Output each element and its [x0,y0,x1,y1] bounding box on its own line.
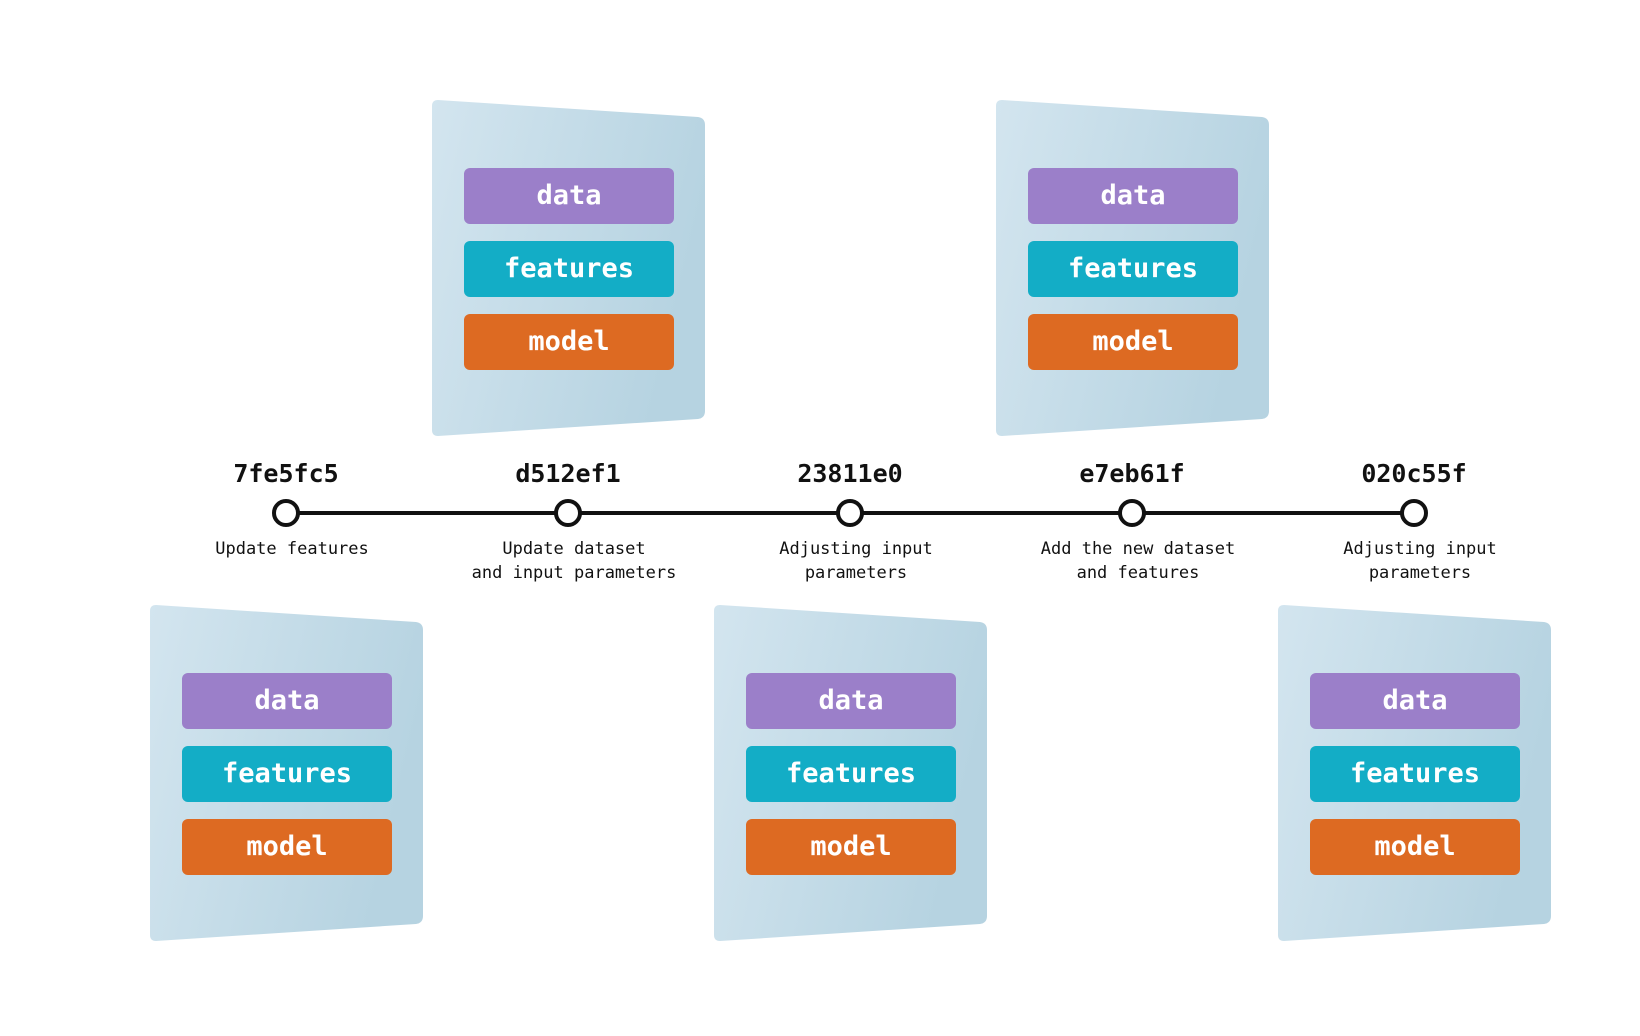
commit-message: Adjusting input parameters [1343,539,1497,583]
commit-node[interactable] [272,499,300,527]
chip-data: data [746,673,956,729]
chip-features: features [182,746,392,802]
commit-message: Update dataset and input parameters [471,539,677,583]
chip-model: model [1028,314,1238,370]
commit-node[interactable] [554,499,582,527]
commit-hash: e7eb61f [1079,459,1185,488]
commit-hash: 020c55f [1361,459,1467,488]
commit-hash: 7fe5fc5 [233,459,339,488]
chip-model: model [464,314,674,370]
chip-model: model [746,819,956,875]
chip-data: data [182,673,392,729]
commit-message: Update features [215,539,369,559]
commit-node[interactable] [1118,499,1146,527]
snapshot-card: data features model [432,100,706,436]
chip-model: model [1310,819,1520,875]
commit-node[interactable] [836,499,864,527]
chip-data: data [464,168,674,224]
commit-hash: d512ef1 [515,459,621,488]
snapshot-card: data features model [150,605,424,941]
snapshot-card: data features model [714,605,988,941]
commit-message: Add the new dataset and features [1040,539,1236,583]
chip-data: data [1028,168,1238,224]
snapshot-card: data features model [1278,605,1552,941]
snapshot-card: data features model [996,100,1270,436]
chip-features: features [1310,746,1520,802]
commit-hash: 23811e0 [797,459,903,488]
chip-data: data [1310,673,1520,729]
chip-features: features [1028,241,1238,297]
commit-node[interactable] [1400,499,1428,527]
chip-features: features [464,241,674,297]
chip-features: features [746,746,956,802]
chip-model: model [182,819,392,875]
commit-message: Adjusting input parameters [779,539,933,583]
